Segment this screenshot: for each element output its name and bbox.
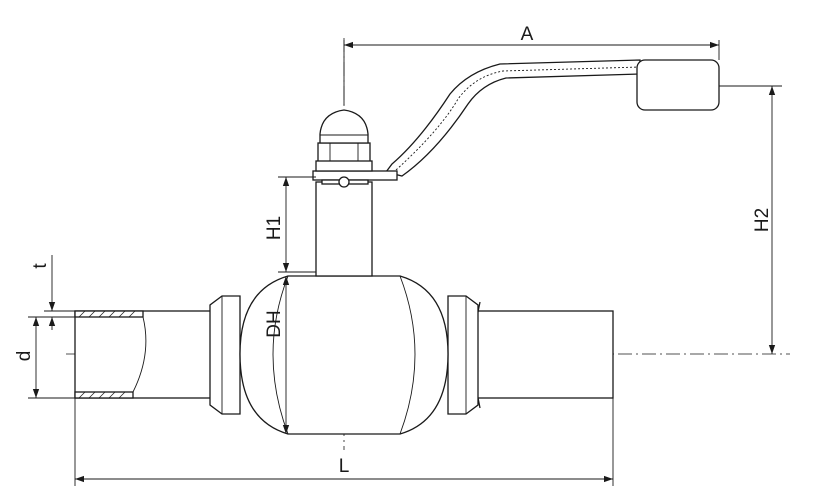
stop-pin [338,176,350,188]
dimension-a: A [343,24,720,105]
dimension-label-dh: DH [264,310,285,337]
dimension-label-l: L [339,456,350,477]
hex-nut [315,142,373,172]
dimension-label-t: t [30,263,51,269]
dimension-label-h2: H2 [752,208,773,232]
dimension-label-h1: H1 [264,216,285,240]
cap-nut [319,109,369,144]
dimension-dh: DH [264,276,290,434]
dimension-label-d: d [14,351,35,362]
dimension-l: L [74,398,614,486]
dimension-label-a: A [521,24,534,45]
handle-lever [384,59,641,177]
right-pipe [467,301,614,409]
handle-grip [636,59,720,111]
right-weld-collar [447,295,479,415]
left-pipe [74,310,216,399]
dimension-h1: H1 [264,176,316,273]
dimension-h2: H2 [719,85,782,354]
pipe-wall-hatch [78,310,136,399]
valve-body [239,275,449,435]
dimension-t: t [30,255,75,330]
left-weld-collar [209,295,241,415]
stem-neck [315,181,373,277]
dimension-d: d [14,316,75,399]
lock-plate [312,170,398,181]
